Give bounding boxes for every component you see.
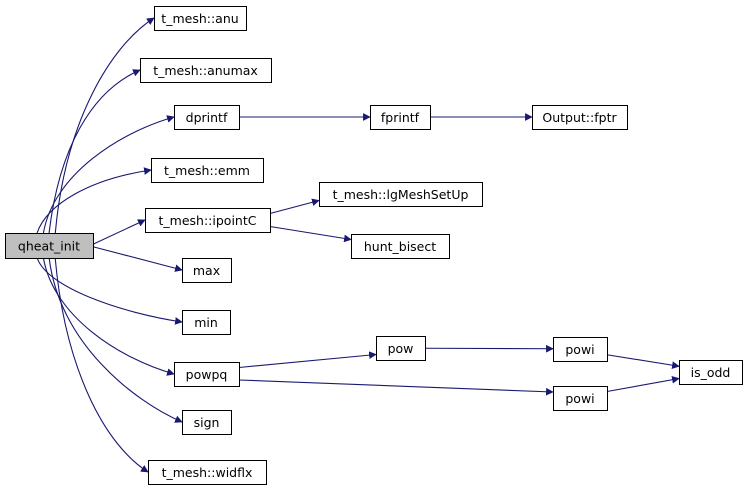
edge-qheat_init-to-emm — [36, 167, 152, 234]
node-sign[interactable]: sign — [182, 410, 232, 435]
node-qheat-init[interactable]: qheat_init — [5, 233, 94, 259]
node-dprintf[interactable]: dprintf — [174, 105, 240, 130]
edge-qheat_init-to-sign — [48, 257, 183, 423]
node-box — [351, 234, 450, 259]
node-powpq[interactable]: powpq — [174, 362, 240, 387]
node-box — [553, 386, 608, 411]
node-label: dprintf — [186, 110, 228, 125]
node-box — [370, 105, 431, 130]
node-label: Output::fptr — [542, 110, 617, 125]
nodes-layer: qheat_init t_mesh::anut_mesh::anumaxdprin… — [5, 6, 743, 485]
node-box — [182, 310, 231, 335]
node-lgMeshSetUp[interactable]: t_mesh::lgMeshSetUp — [319, 182, 483, 207]
node-label: hunt_bisect — [364, 239, 436, 254]
edge-powpq-to-powi_2 — [238, 379, 554, 396]
node-box — [140, 58, 272, 83]
node-box — [174, 105, 240, 130]
edge-qheat_init-to-max — [92, 246, 183, 272]
node-label: t_mesh::ipointC — [159, 213, 257, 228]
node-box — [319, 182, 483, 207]
node-box — [679, 360, 743, 385]
node-emm[interactable]: t_mesh::emm — [151, 158, 264, 183]
edge-qheat_init-to-powpq — [42, 257, 175, 376]
node-fptr[interactable]: Output::fptr — [532, 105, 628, 130]
node-box — [151, 158, 264, 183]
node-label: max — [193, 263, 220, 278]
node-label: sign — [194, 415, 220, 430]
node-label: pow — [388, 341, 414, 356]
node-label: powi — [565, 342, 594, 357]
edge-qheat_init-to-ipointC — [92, 219, 146, 245]
node-ipointC[interactable]: t_mesh::ipointC — [145, 208, 271, 233]
node-label: powpq — [186, 367, 228, 382]
node-box — [174, 362, 240, 387]
node-widflx[interactable]: t_mesh::widflx — [148, 460, 267, 485]
node-box — [376, 336, 426, 361]
node-label: t_mesh::anu — [161, 11, 238, 26]
edge-qheat_init-to-widflx — [54, 257, 149, 473]
node-box — [148, 460, 267, 485]
node-label: is_odd — [691, 365, 731, 380]
node-label: t_mesh::anumax — [153, 63, 258, 78]
edge-ipointC-to-lgMeshSetUp — [269, 198, 320, 215]
node-pow[interactable]: pow — [376, 336, 426, 361]
edge-powi_2-to-is_odd — [606, 375, 680, 393]
node-powi-1[interactable]: powi — [553, 337, 608, 362]
node-min[interactable]: min — [182, 310, 231, 335]
edge-qheat_init-to-anu — [54, 17, 155, 234]
node-max[interactable]: max — [182, 258, 232, 283]
node-box — [145, 208, 271, 233]
edge-qheat_init-to-min — [36, 257, 183, 325]
node-label: t_mesh::widflx — [162, 465, 253, 480]
node-label: min — [194, 315, 218, 330]
node-box — [182, 410, 232, 435]
node-label: powi — [565, 391, 594, 406]
node-label: fprintf — [381, 110, 420, 125]
node-anumax[interactable]: t_mesh::anumax — [140, 58, 272, 83]
node-box — [553, 337, 608, 362]
edges-layer — [36, 17, 680, 473]
edge-powpq-to-pow — [238, 351, 377, 369]
edge-qheat_init-to-anumax — [48, 69, 141, 234]
node-label: qheat_init — [18, 239, 80, 254]
node-box — [532, 105, 628, 130]
node-box — [5, 233, 94, 259]
node-fprintf[interactable]: fprintf — [370, 105, 431, 130]
node-anu[interactable]: t_mesh::anu — [154, 6, 247, 31]
node-is-odd[interactable]: is_odd — [679, 360, 743, 385]
node-box — [182, 258, 232, 283]
node-label: t_mesh::lgMeshSetUp — [333, 187, 469, 202]
node-label: t_mesh::emm — [164, 163, 250, 178]
edge-powi_1-to-is_odd — [606, 354, 680, 369]
edge-pow-to-powi_1 — [424, 344, 554, 353]
node-hunt-bisect[interactable]: hunt_bisect — [351, 234, 450, 259]
edge-ipointC-to-hunt_bisect — [269, 225, 352, 243]
node-powi-2[interactable]: powi — [553, 386, 608, 411]
node-box — [154, 6, 247, 31]
